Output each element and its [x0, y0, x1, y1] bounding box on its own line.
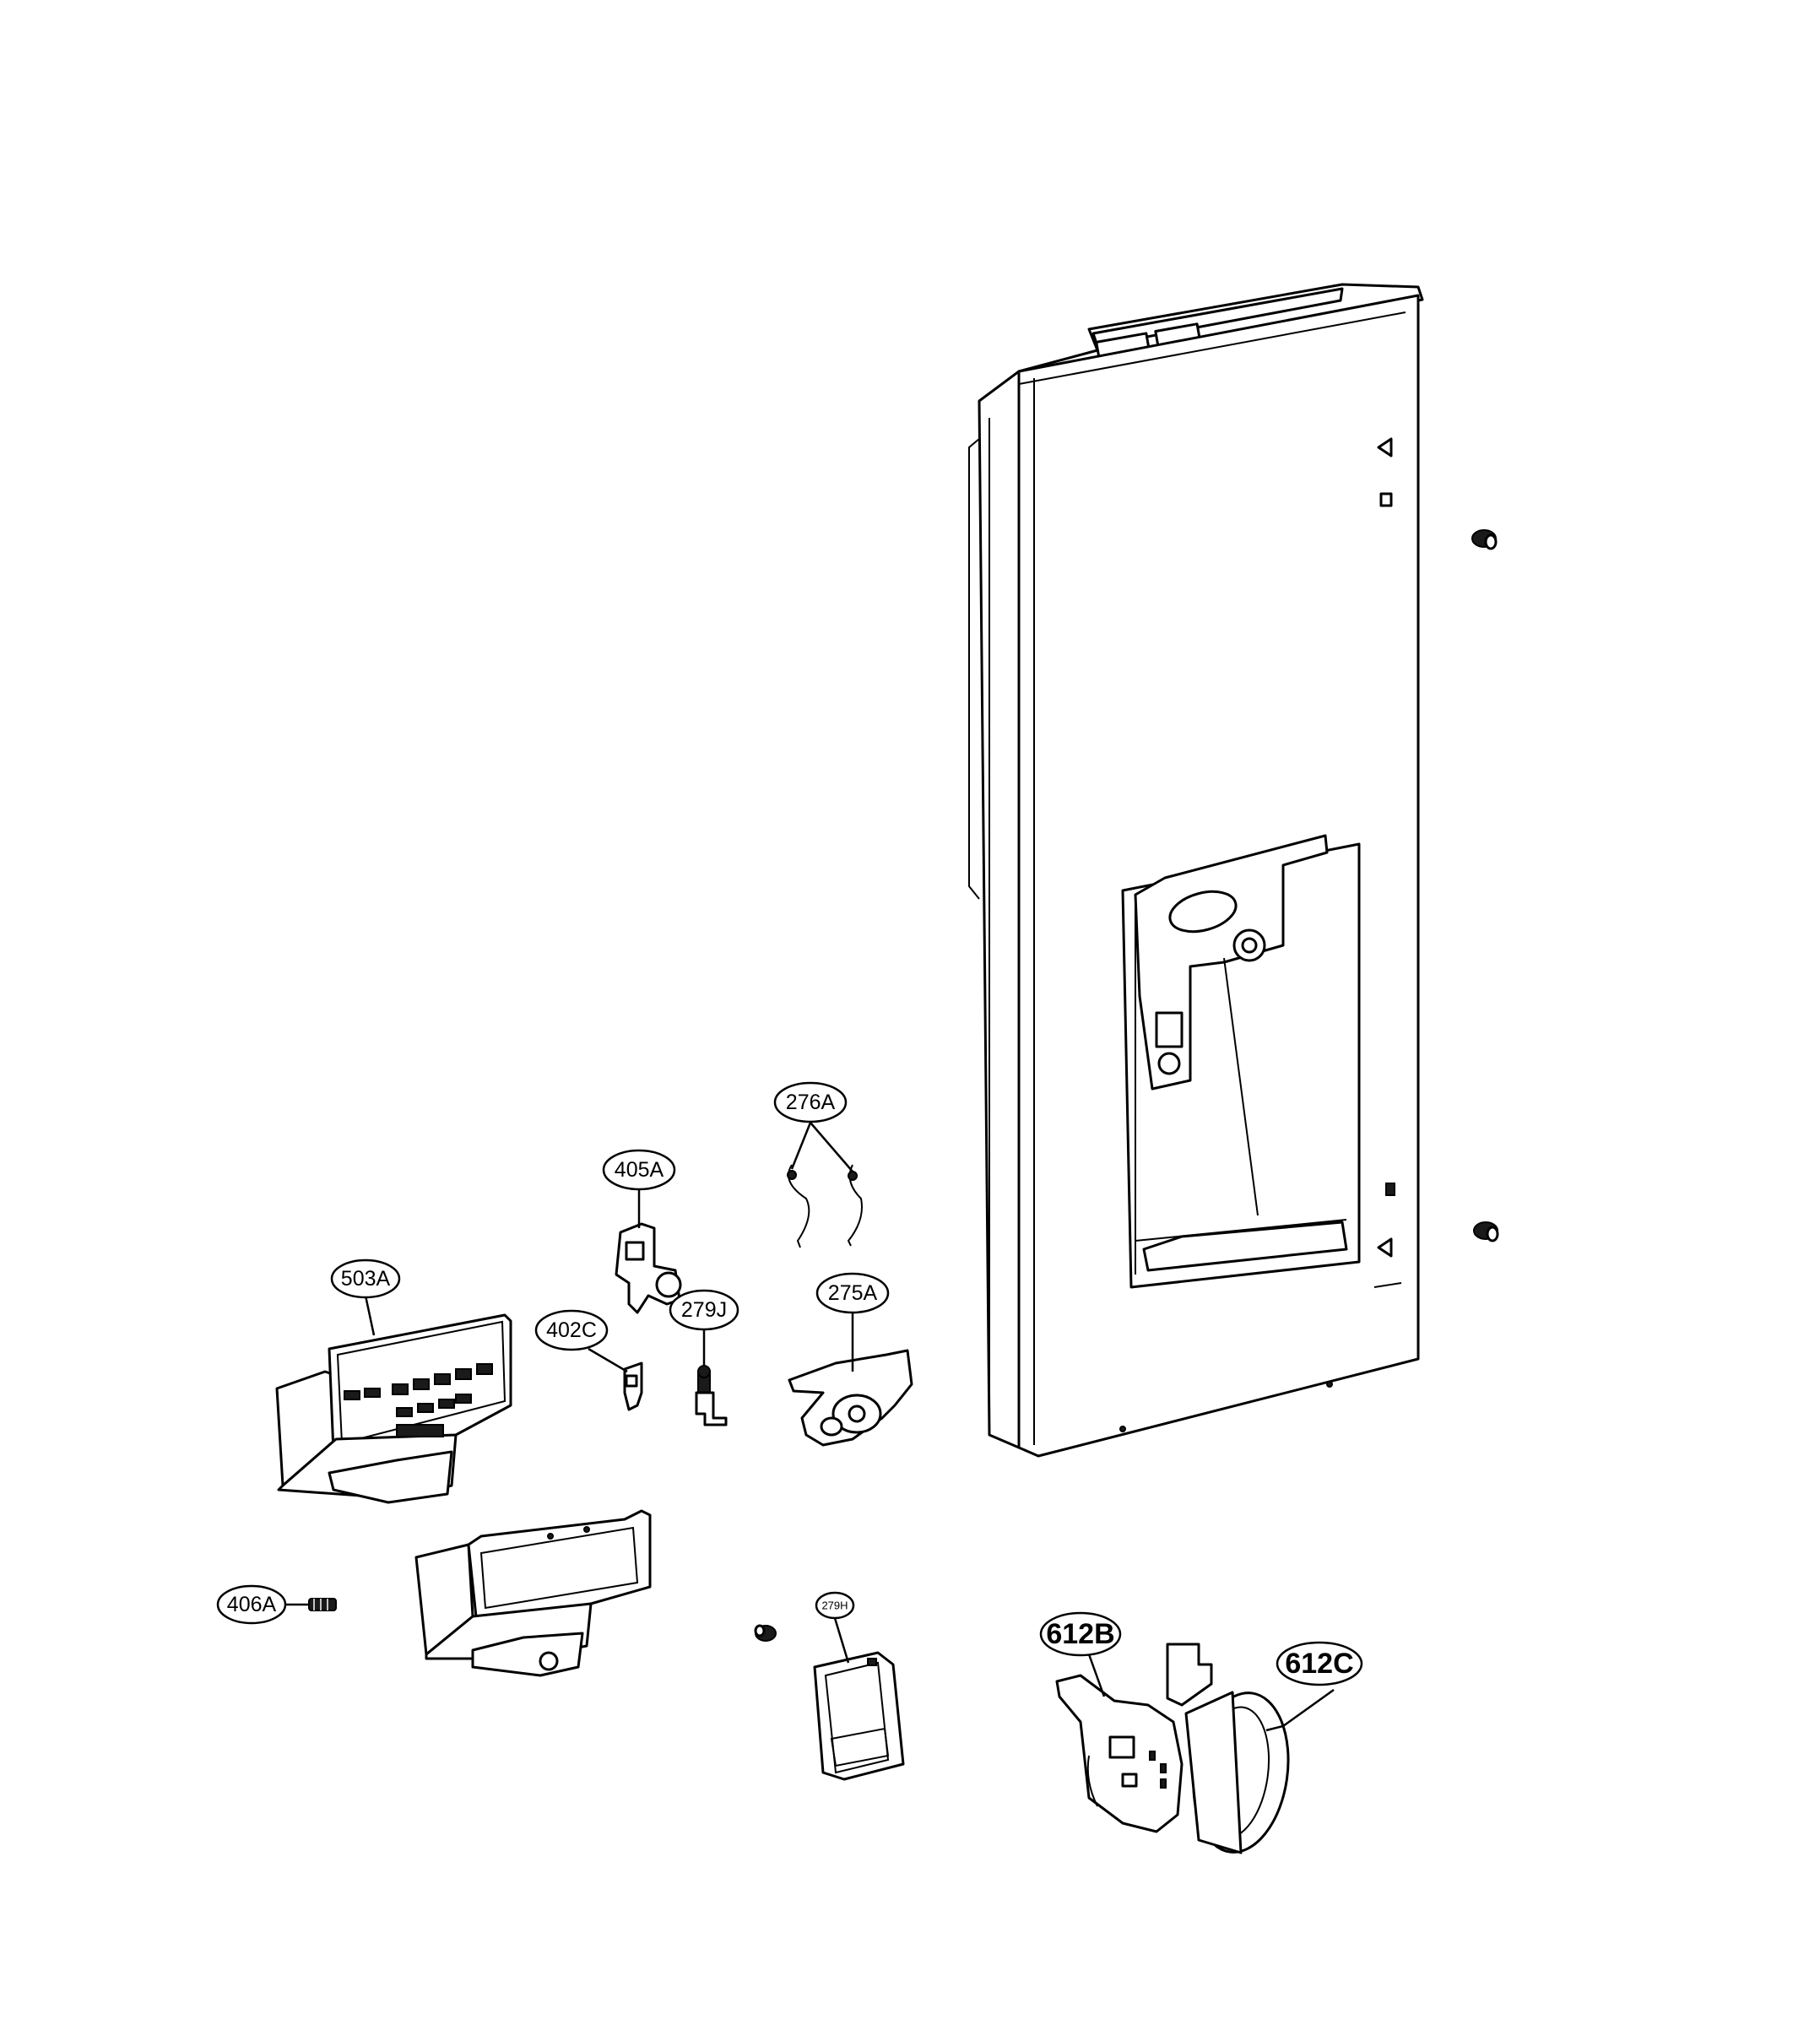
- callout-276A: 276A: [773, 1081, 848, 1123]
- part-279H-cover: [813, 1617, 905, 1781]
- svg-text:503A: 503A: [341, 1267, 391, 1291]
- part-405A-actuator: [615, 1187, 682, 1314]
- part-406A-spring: [284, 1598, 337, 1611]
- svg-text:276A: 276A: [786, 1091, 836, 1114]
- svg-text:402C: 402C: [546, 1318, 597, 1342]
- callout-406A: 406A: [216, 1584, 287, 1625]
- callout-612B: 612B: [1039, 1611, 1122, 1657]
- part-402C-switch: [588, 1347, 643, 1411]
- callout-402C: 402C: [534, 1309, 609, 1351]
- part-279J-screw: [695, 1329, 728, 1426]
- callout-279H: 279H: [815, 1591, 855, 1620]
- refrigerator-door: [968, 283, 1424, 1458]
- svg-text:406A: 406A: [227, 1593, 277, 1616]
- door-screw-upper: [1471, 529, 1498, 550]
- svg-text:279H: 279H: [821, 1600, 848, 1612]
- callout-405A: 405A: [602, 1149, 676, 1191]
- dispenser-housing: [414, 1509, 652, 1677]
- callout-612C: 612C: [1276, 1641, 1363, 1686]
- small-screw: [754, 1624, 777, 1642]
- door-screw-lower: [1473, 1221, 1499, 1242]
- svg-text:275A: 275A: [828, 1281, 878, 1305]
- callout-275A: 275A: [815, 1272, 890, 1314]
- svg-text:612B: 612B: [1046, 1618, 1114, 1650]
- part-276A-springs: [787, 1122, 863, 1248]
- svg-text:279J: 279J: [681, 1298, 727, 1322]
- svg-text:405A: 405A: [615, 1158, 664, 1182]
- svg-text:612C: 612C: [1285, 1648, 1353, 1680]
- part-612C-motor: [1184, 1688, 1335, 1854]
- part-275A-bracket: [788, 1313, 913, 1447]
- part-612B-bracket: [1055, 1643, 1213, 1833]
- part-503A-control-panel: [275, 1295, 512, 1504]
- callout-503A: 503A: [330, 1258, 401, 1299]
- callout-279J: 279J: [669, 1289, 739, 1331]
